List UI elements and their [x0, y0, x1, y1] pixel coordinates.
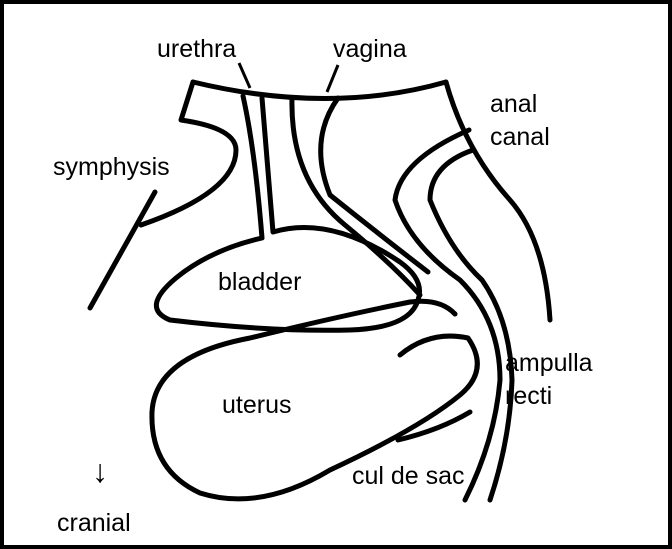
label-urethra: urethra [157, 35, 236, 63]
perineum-arc [193, 82, 446, 99]
label-canal: canal [490, 123, 550, 151]
vagina-pointer [327, 65, 338, 92]
label-cul-de-sac: cul de sac [352, 462, 465, 490]
label-recti: recti [505, 382, 552, 410]
label-bladder: bladder [218, 268, 301, 296]
label-vagina: vagina [333, 35, 407, 63]
urethra-pointer [239, 63, 250, 88]
symphysis-lower-edge [90, 192, 155, 308]
anal-canal-inner-2 [430, 150, 512, 500]
label-symphysis: symphysis [53, 153, 170, 181]
label-cranial: cranial [57, 509, 131, 537]
label-ampulla: ampulla [505, 349, 593, 377]
label-uterus: uterus [222, 391, 291, 419]
label-anal: anal [490, 90, 537, 118]
cranial-arrow-icon: ↓ [92, 453, 108, 489]
